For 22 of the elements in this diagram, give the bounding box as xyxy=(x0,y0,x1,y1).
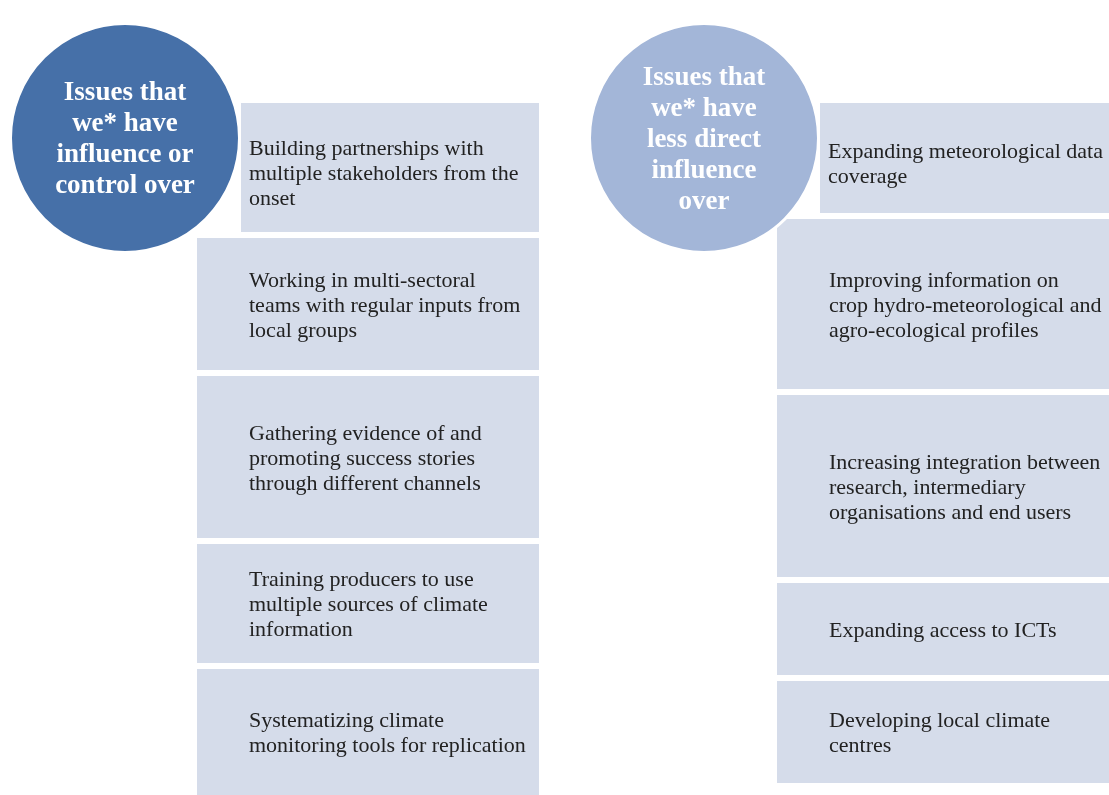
issue-text: Improving information on crop hydro-meteorological and agro-ecological profiles xyxy=(829,266,1103,342)
issue-box xyxy=(197,544,539,663)
issue-box xyxy=(777,395,1109,577)
issue-box xyxy=(777,583,1109,675)
issue-text: Increasing integration between research, intermediary organisations and end users xyxy=(829,448,1102,524)
issue-text: Systematizing climate monitoring tools for replication xyxy=(249,707,527,757)
issue-text: Working in multi-sectoral teams with regular inputs from local groups xyxy=(249,266,522,342)
issue-box xyxy=(777,219,1109,389)
issue-box xyxy=(197,669,539,795)
issue-box xyxy=(241,103,539,232)
issue-text: Expanding access to ICTs xyxy=(829,616,1058,642)
issue-text: Developing local climate centres xyxy=(829,707,1052,757)
category-heading: Issues that we* have less direct influence over xyxy=(641,60,767,216)
issue-box xyxy=(820,103,1109,213)
category-heading: Issues that we* have influence or control over xyxy=(54,76,196,200)
issue-box xyxy=(197,238,539,370)
issue-box xyxy=(197,376,539,538)
issue-text: Expanding meteorological data coverage xyxy=(828,138,1103,188)
issue-text: Gathering evidence of and promoting success stories through different channels xyxy=(249,419,483,495)
issue-box xyxy=(777,681,1109,783)
issue-text: Building partnerships with multiple stakeholders from the onset xyxy=(249,135,520,210)
issue-text: Training producers to use multiple sources of climate information xyxy=(249,566,489,641)
